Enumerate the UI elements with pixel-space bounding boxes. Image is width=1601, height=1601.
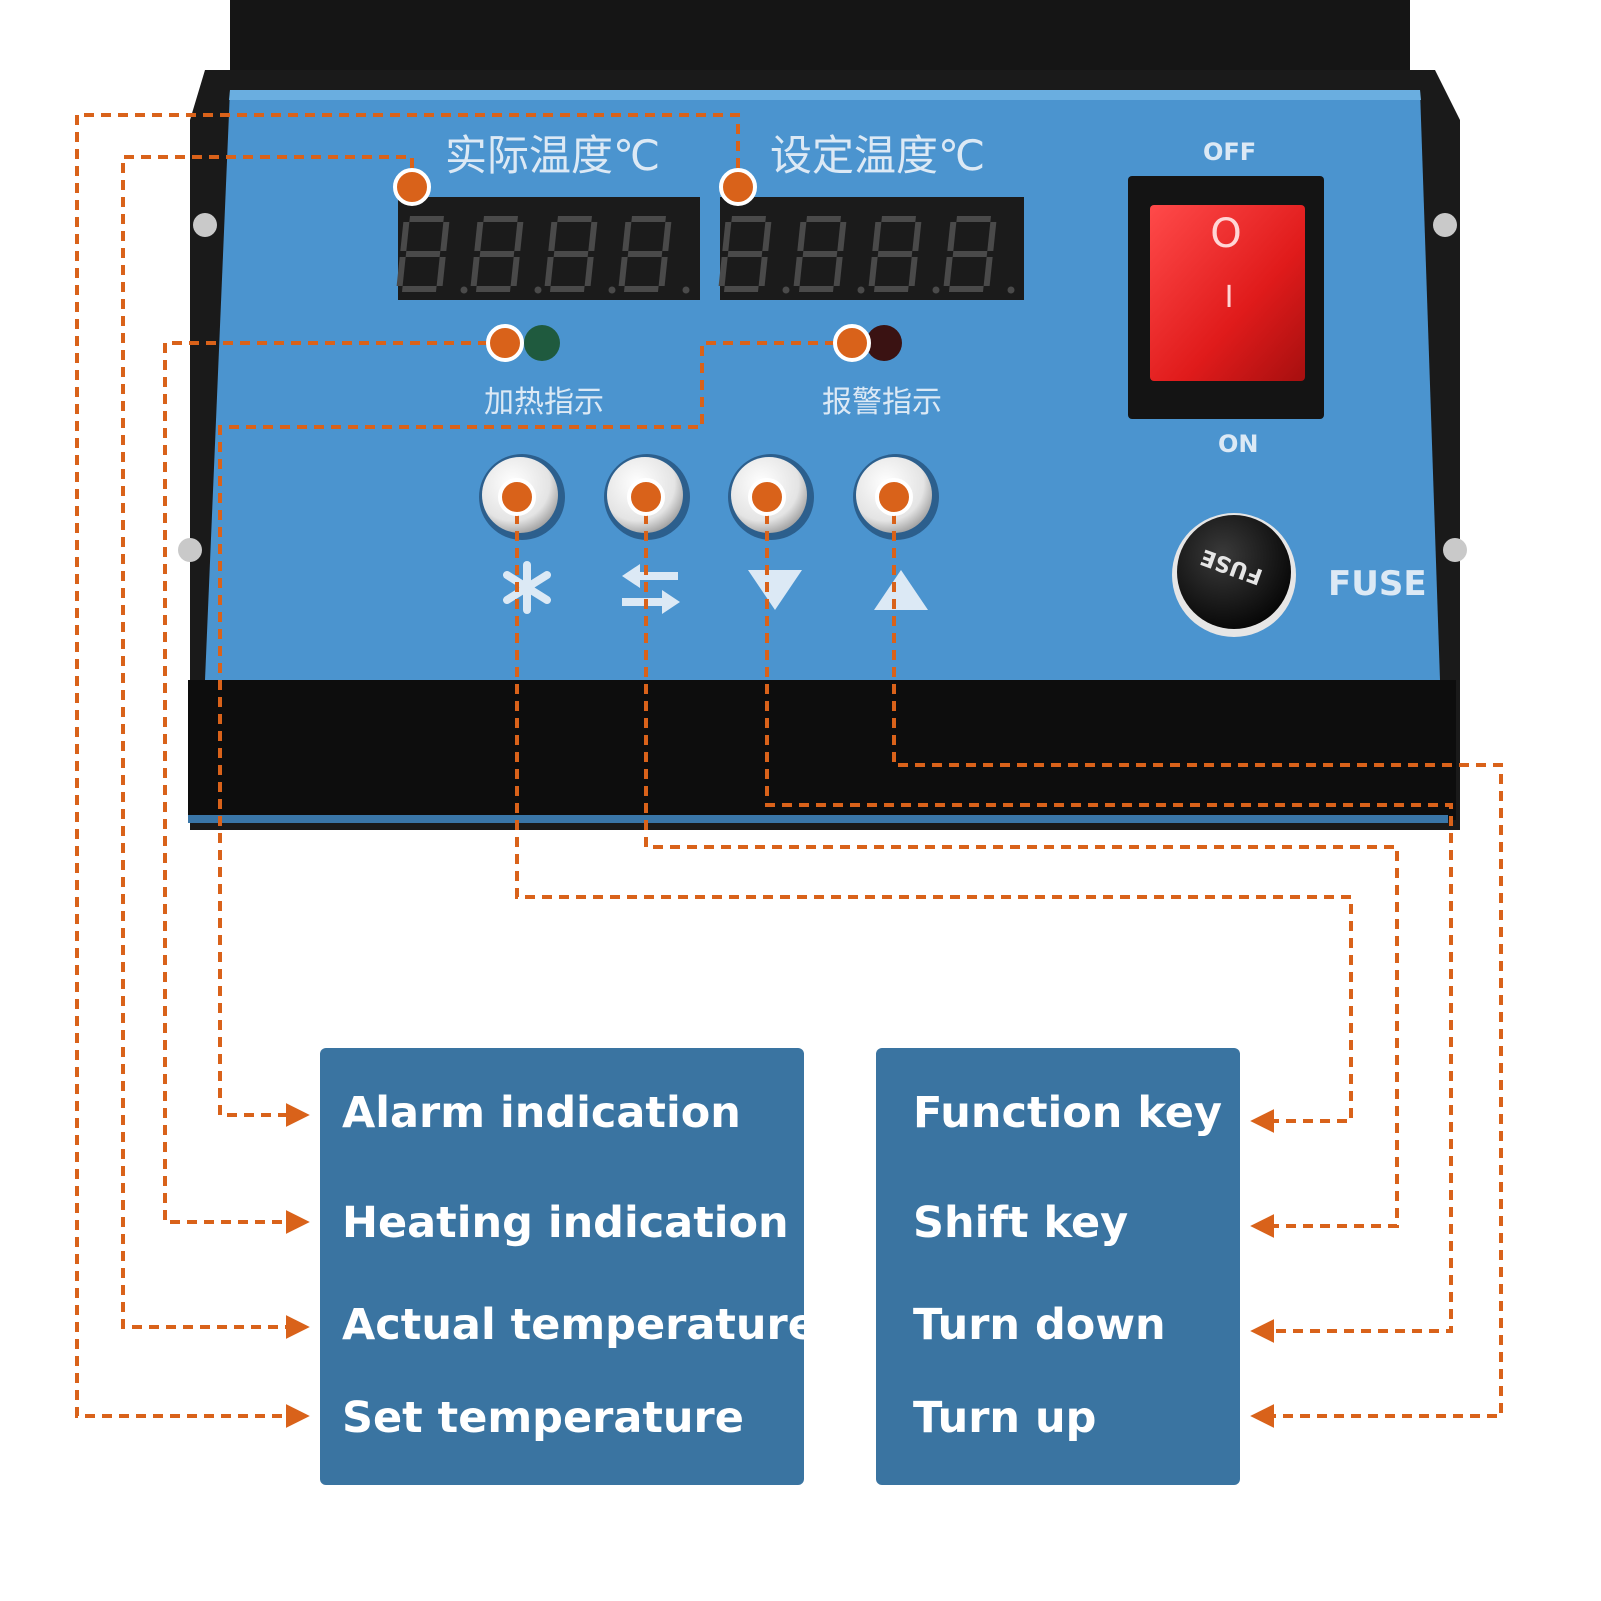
seven-segment-digit (718, 216, 790, 294)
indicator-legend-box: Alarm indication Heating indication Actu… (320, 1048, 817, 1485)
leader-function-key (515, 497, 1353, 1133)
swap-arrows-icon (622, 564, 680, 614)
legend-actual-temperature: Actual temperature (342, 1300, 817, 1350)
callout-dot-up-key (875, 478, 913, 516)
actual-temp-digits (396, 216, 690, 294)
seven-segment-digit (618, 216, 690, 294)
fuse-label: FUSE (1328, 564, 1427, 604)
switch-i-mark: I (1225, 280, 1234, 315)
seven-segment-digit (793, 216, 865, 294)
alarm-indicator-label: 报警指示 (822, 385, 942, 420)
leader-turn-down (765, 497, 1453, 1343)
callout-dots (393, 168, 913, 516)
leader-set-temperature (75, 113, 740, 1428)
callout-dot-function-key (498, 478, 536, 516)
triangle-up-icon (874, 570, 928, 610)
fuse-holder[interactable]: FUSE (1172, 513, 1296, 637)
leader-heating-indication (163, 341, 505, 1234)
seven-segment-digit (544, 216, 616, 294)
switch-on-label: ON (1218, 430, 1259, 458)
legend-turn-up: Turn up (913, 1393, 1097, 1443)
callout-dot-down-key (748, 478, 786, 516)
alarm-led (866, 325, 902, 361)
callout-dot-shift-key (627, 478, 665, 516)
seven-segment-digit (396, 216, 468, 294)
callout-lines (75, 113, 1503, 1428)
leader-turn-up (892, 497, 1503, 1428)
callout-dot-alarm-led (833, 324, 871, 362)
triangle-down-icon (748, 570, 802, 610)
seven-segment-digit (868, 216, 940, 294)
callout-dot-heating-led (486, 324, 524, 362)
switch-o-mark: O (1210, 211, 1241, 257)
asterisk-icon (503, 561, 551, 614)
callout-dot-set-display (719, 168, 757, 206)
set-temp-display (718, 197, 1024, 300)
legend-heating-indication: Heating indication (342, 1198, 789, 1248)
screws (178, 213, 1467, 562)
leader-actual-temperature (121, 155, 414, 1339)
seven-segment-digit (470, 216, 542, 294)
legend-set-temperature: Set temperature (342, 1393, 744, 1443)
legend-turn-down: Turn down (913, 1300, 1166, 1350)
switch-off-label: OFF (1203, 138, 1256, 166)
actual-temp-display (396, 197, 700, 300)
set-temp-digits (718, 216, 1015, 294)
legend-function-key: Function key (913, 1088, 1222, 1138)
actual-temp-label: 实际温度℃ (445, 131, 660, 180)
leader-alarm-indication (218, 341, 852, 1127)
set-temp-label: 设定温度℃ (770, 131, 985, 180)
key-legend-box: Function key Shift key Turn down Turn up (876, 1048, 1240, 1485)
heating-indicator-label: 加热指示 (484, 385, 604, 420)
callout-dot-actual-display (393, 168, 431, 206)
power-switch[interactable]: O I (1128, 176, 1324, 419)
seven-segment-digit (943, 216, 1015, 294)
heating-led (524, 325, 560, 361)
legend-alarm-indication: Alarm indication (342, 1088, 741, 1138)
legend-shift-key: Shift key (913, 1198, 1129, 1248)
